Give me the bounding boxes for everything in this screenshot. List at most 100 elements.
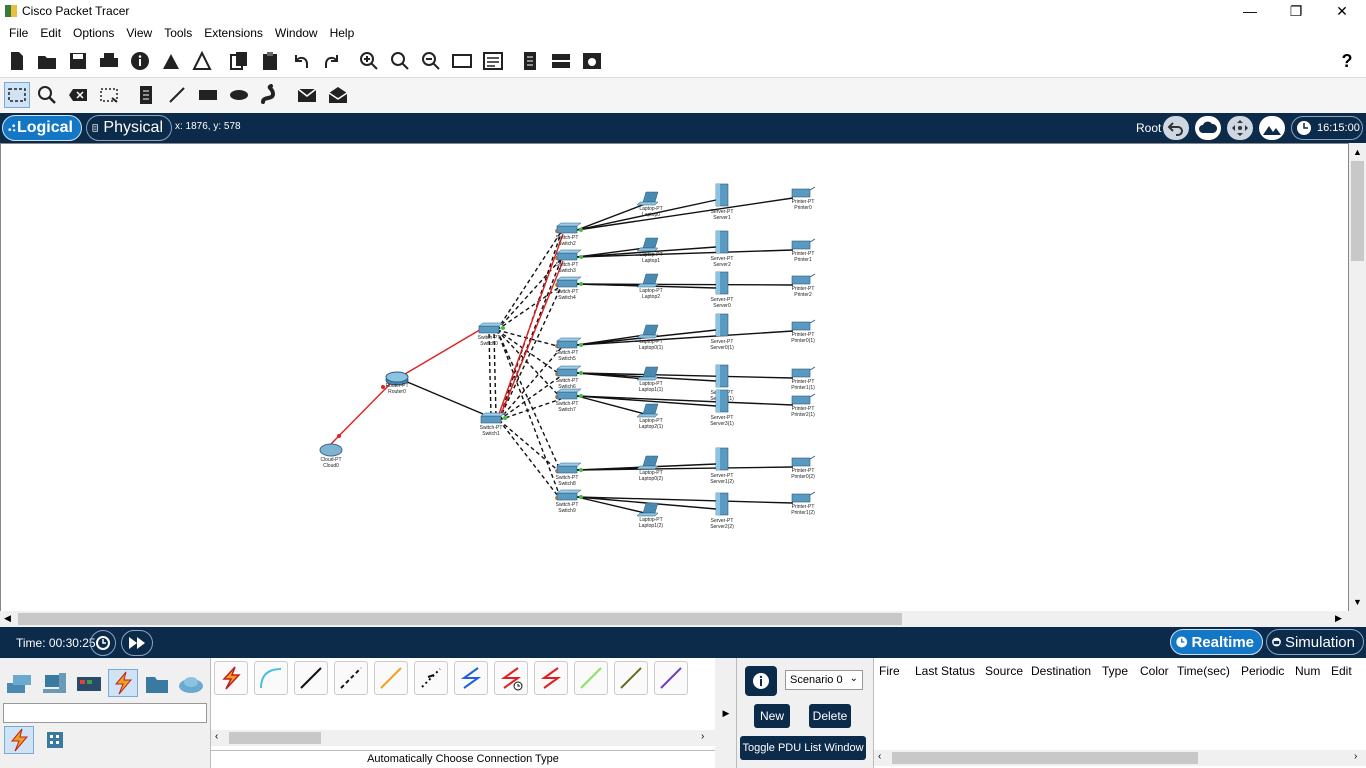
redo-icon[interactable] (319, 48, 345, 74)
cable-scroll-right-icon[interactable]: › (701, 731, 705, 742)
power-cycle-icon[interactable] (90, 630, 116, 656)
link-switch0-access[interactable] (496, 258, 562, 331)
printer-node[interactable] (791, 393, 816, 405)
horizontal-scroll-thumb[interactable] (18, 613, 902, 625)
printer-node[interactable] (791, 238, 816, 250)
info-icon[interactable] (127, 48, 153, 74)
cable-scroll-left-icon[interactable]: ‹ (215, 731, 219, 742)
topology-diagram[interactable]: Cloud-PTCloud0Router-PTRouter0Switch-PTS… (1, 144, 1348, 611)
serial-dte-cable-icon[interactable] (534, 661, 568, 695)
device-manager-icon[interactable] (548, 48, 574, 74)
viewport-clock[interactable]: 16:15:00 (1291, 116, 1363, 140)
pdu-col-time[interactable]: Time(sec) (1177, 664, 1230, 678)
network-info-icon[interactable] (189, 48, 215, 74)
add-complex-pdu-icon[interactable] (325, 82, 351, 108)
zoom-out-icon[interactable] (418, 48, 444, 74)
access-switch-node[interactable] (556, 222, 582, 234)
draw-rectangle-icon[interactable] (195, 82, 221, 108)
help-icon[interactable]: ? (1341, 50, 1353, 71)
simulation-mode-tab[interactable]: Simulation (1266, 629, 1364, 655)
link-red-2[interactable] (500, 260, 564, 415)
link-access-laptop[interactable] (576, 496, 646, 514)
scroll-right-icon[interactable]: ▶ (1335, 613, 1342, 623)
link-access-server[interactable] (576, 199, 717, 231)
notes-icon[interactable] (517, 48, 543, 74)
link-switch0-access[interactable] (496, 285, 562, 331)
link-switch0-access[interactable] (496, 231, 562, 331)
pdu-col-periodic[interactable]: Periodic (1241, 664, 1285, 678)
switch1-node[interactable] (480, 412, 506, 424)
printer-node[interactable] (791, 455, 816, 467)
link-switch1-access[interactable] (498, 419, 562, 474)
server-node[interactable] (715, 447, 729, 471)
expand-panel-icon[interactable]: ▶ (722, 707, 730, 718)
serial-dce-cable-icon[interactable] (494, 661, 528, 695)
link-access-printer[interactable] (576, 496, 794, 504)
close-button[interactable]: ✕ (1336, 2, 1348, 19)
menu-options[interactable]: Options (73, 26, 115, 40)
menu-file[interactable]: File (9, 26, 29, 40)
printer-node[interactable] (791, 273, 816, 285)
cable-scroll-thumb[interactable] (229, 732, 321, 744)
copy-icon[interactable] (226, 48, 252, 74)
access-switch-node[interactable] (556, 388, 582, 400)
link-access-laptop[interactable] (576, 395, 646, 415)
printer-node[interactable] (791, 491, 816, 503)
multiuser-icon[interactable] (176, 670, 206, 698)
pdu-col-destination[interactable]: Destination (1031, 664, 1092, 678)
pdu-scroll-right-icon[interactable]: › (1354, 751, 1358, 762)
menu-window[interactable]: Window (274, 26, 318, 40)
coaxial-cable-icon[interactable] (454, 661, 488, 695)
switch0-node[interactable] (478, 322, 504, 334)
menu-extensions[interactable]: Extensions (204, 26, 263, 40)
link-switch0-access[interactable] (496, 329, 562, 399)
pdu-col-source[interactable]: Source (985, 664, 1024, 678)
scroll-left-icon[interactable]: ◀ (4, 613, 11, 623)
components-icon[interactable] (74, 670, 104, 698)
open-folder-icon[interactable] (34, 48, 60, 74)
crossover-cable-icon[interactable] (334, 661, 368, 695)
cloud-node[interactable] (319, 443, 343, 457)
scenario-info-icon[interactable] (745, 666, 777, 696)
octal-cable-icon[interactable] (574, 661, 608, 695)
back-icon[interactable] (1163, 116, 1189, 140)
delete-scenario-button[interactable]: Delete (809, 704, 851, 728)
link-switch0-access[interactable] (496, 329, 562, 376)
pdu-col-last-status[interactable]: Last Status (915, 664, 976, 678)
server-node[interactable] (715, 492, 729, 516)
freeform-icon[interactable] (257, 82, 283, 108)
usb-cable-icon[interactable] (654, 661, 688, 695)
pdu-col-num[interactable]: Num (1295, 664, 1321, 678)
pdu-scrollbar[interactable]: ‹ › (874, 750, 1366, 766)
miscellaneous-icon[interactable] (142, 670, 172, 698)
printer-node[interactable] (791, 366, 816, 378)
scroll-up-icon[interactable]: ▲ (1353, 147, 1362, 157)
printer-node[interactable] (791, 186, 816, 198)
laptop-node[interactable] (636, 502, 659, 517)
draw-ellipse-icon[interactable] (226, 82, 252, 108)
pdu-col-fire[interactable]: Fire (879, 664, 900, 678)
place-note-icon[interactable] (133, 82, 159, 108)
menu-edit[interactable]: Edit (40, 26, 62, 40)
link-access-printer[interactable] (576, 283, 794, 286)
grid-view-icon[interactable] (40, 726, 70, 754)
link-red-1[interactable] (498, 233, 564, 415)
network-devices-icon[interactable] (4, 670, 34, 698)
draw-line-icon[interactable] (164, 82, 190, 108)
pdu-col-edit[interactable]: Edit (1331, 664, 1352, 678)
restore-button[interactable]: ❐ (1289, 2, 1303, 19)
end-devices-icon[interactable] (40, 670, 70, 698)
link-access-printer[interactable] (576, 466, 794, 471)
fiber-cable-icon[interactable] (374, 661, 408, 695)
link-router-switch1[interactable] (404, 380, 484, 415)
add-simple-pdu-icon[interactable] (294, 82, 320, 108)
link-switch0-access[interactable] (496, 329, 562, 500)
print-icon[interactable] (96, 48, 122, 74)
link-switch1-access[interactable] (498, 398, 562, 421)
cable-panel-scrollbar[interactable]: ‹ › (211, 730, 715, 746)
zoom-reset-icon[interactable] (387, 48, 413, 74)
paste-icon[interactable] (257, 48, 283, 74)
connections-subtype-icon[interactable] (4, 726, 34, 754)
scroll-down-icon[interactable]: ▼ (1353, 597, 1362, 607)
